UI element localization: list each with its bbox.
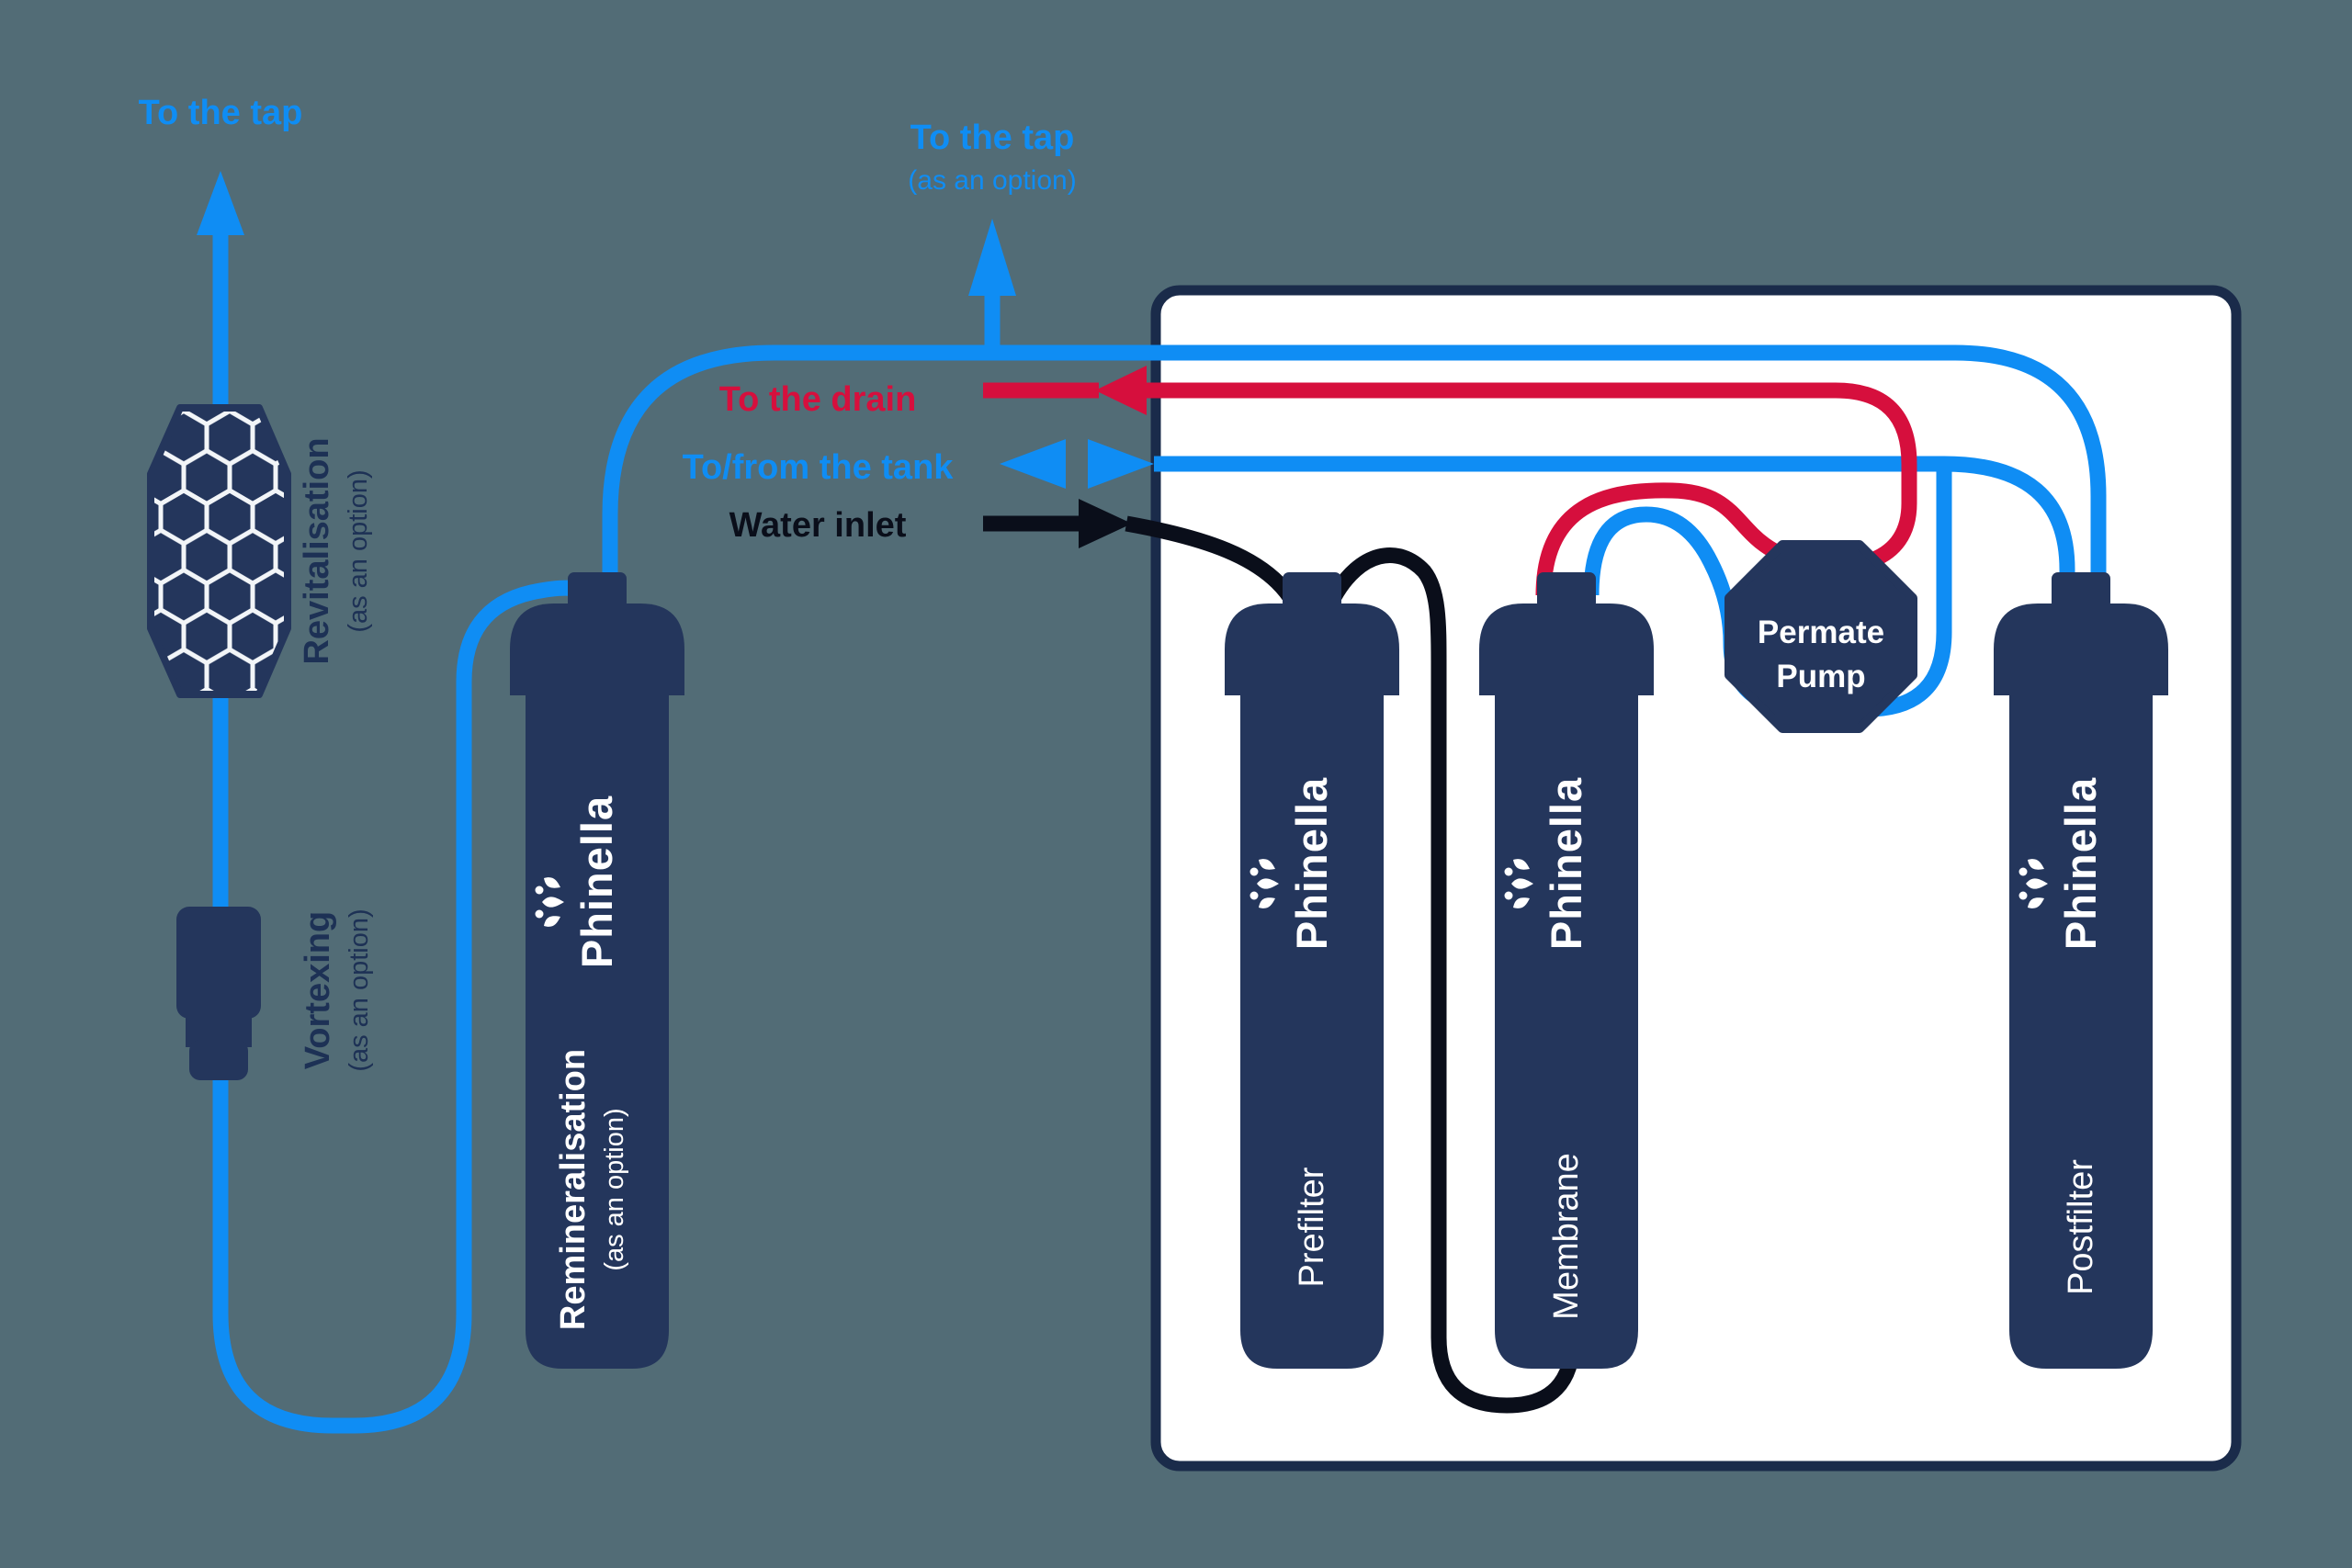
brand-logo-remineralisation: Phinella bbox=[535, 795, 621, 968]
label-prefilter: Prefilter bbox=[1293, 1167, 1331, 1287]
tap-arrowhead-icon bbox=[197, 171, 244, 235]
label-to-the-drain: To the drain bbox=[719, 380, 917, 419]
label-revitalisation: Revitalisation bbox=[298, 437, 336, 664]
label-water-inlet: Water inlet bbox=[729, 506, 907, 545]
arrowheads-blue bbox=[197, 171, 1154, 489]
drain-arrowhead-icon bbox=[1095, 366, 1147, 415]
pipe-loop-to-remineralisation bbox=[212, 580, 594, 1434]
brand-text: Phinella bbox=[1287, 777, 1336, 950]
label-vortexing: Vortexing bbox=[299, 911, 337, 1069]
pipe-inlet-to-prefilter bbox=[1125, 515, 1297, 603]
revitalisation-capsule bbox=[147, 404, 291, 698]
brand-logo-postfilter: Phinella bbox=[2018, 777, 2105, 950]
tap-option-arrowhead-icon bbox=[968, 219, 1016, 296]
label-pump-line2: Pump bbox=[1776, 659, 1865, 694]
label-to-the-tap-option-sub: (as an option) bbox=[908, 165, 1076, 196]
vortexing-component bbox=[176, 907, 261, 1080]
label-revitalisation-sub: (as an option) bbox=[344, 469, 373, 632]
brand-text: Phinella bbox=[572, 795, 621, 968]
brand-logo-prefilter: Phinella bbox=[1250, 777, 1336, 950]
tank-right-arrowhead-icon bbox=[1088, 439, 1154, 489]
vortexing-body bbox=[176, 907, 261, 1019]
tank-left-arrowhead-icon bbox=[1000, 439, 1066, 489]
inlet-arrowhead-icon bbox=[1079, 499, 1132, 548]
brand-text: Phinella bbox=[2056, 777, 2105, 950]
permate-pump-octagon bbox=[1724, 540, 1917, 733]
brand-text: Phinella bbox=[1542, 777, 1590, 950]
label-vortexing-sub: (as an option) bbox=[345, 908, 374, 1071]
label-remineralisation-sub: (as an option) bbox=[600, 1108, 629, 1270]
label-to-the-tap: To the tap bbox=[139, 94, 303, 132]
vortexing-nozzle bbox=[189, 1040, 248, 1080]
brand-logo-membrane: Phinella bbox=[1504, 777, 1590, 950]
label-postfilter: Postfilter bbox=[2062, 1159, 2100, 1295]
pipe-black-inlet bbox=[983, 515, 1581, 1414]
label-membrane: Membrane bbox=[1547, 1153, 1586, 1320]
pipe-junction-postfilter bbox=[1943, 456, 2075, 595]
label-to-from-the-tank: To/from the tank bbox=[683, 448, 955, 487]
label-remineralisation: Remineralisation bbox=[554, 1049, 593, 1330]
label-to-the-tap-option: To the tap bbox=[910, 118, 1075, 157]
remineralisation-cartridge bbox=[510, 572, 684, 1369]
label-pump-line1: Permate bbox=[1758, 615, 1884, 650]
pipe-prefilter-to-membrane bbox=[1327, 547, 1581, 1414]
pipe-main-top-line bbox=[602, 344, 2107, 595]
